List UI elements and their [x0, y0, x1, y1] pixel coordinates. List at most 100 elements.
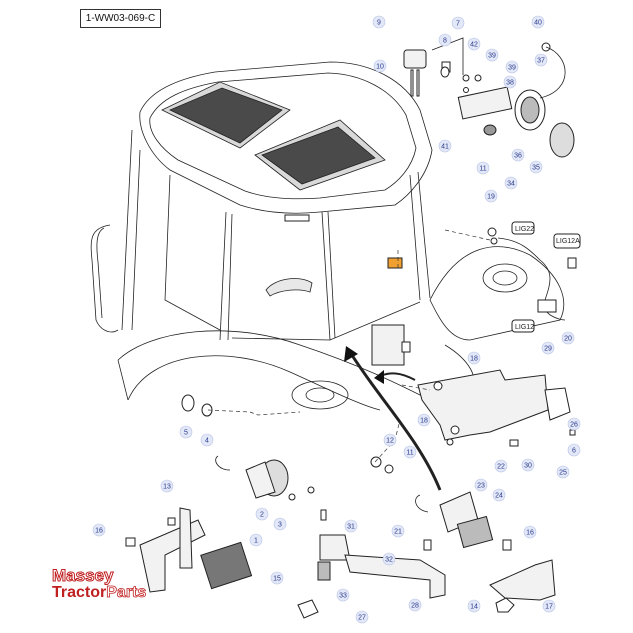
callout-41: 41 — [438, 139, 452, 153]
callout-14: 14 — [467, 599, 481, 613]
callout-18: 18 — [417, 413, 431, 427]
svg-text:29: 29 — [544, 346, 552, 353]
diagram-reference-text: 1-WW03-069-C — [85, 13, 156, 24]
callout-11: 11 — [403, 445, 417, 459]
callout-10: 10 — [373, 59, 387, 73]
callout-3: 3 — [273, 517, 287, 531]
callout-22: 22 — [494, 459, 508, 473]
callout-33: 33 — [336, 588, 350, 602]
callout-39: 39 — [485, 48, 499, 62]
logo-word-parts: Parts — [106, 584, 147, 601]
callout-30: 30 — [521, 458, 535, 472]
svg-text:26: 26 — [570, 422, 578, 429]
connector-label-lig22: LIG22 — [515, 226, 534, 233]
callout-42: 42 — [467, 37, 481, 51]
upper-lamp-assembly — [403, 37, 575, 158]
callout-2: 2 — [255, 507, 269, 521]
diagram-reference-box: 1-WW03-069-C — [80, 9, 161, 28]
rear-lamp-bracket — [417, 369, 576, 447]
callout-28: 28 — [408, 598, 422, 612]
callout-numbers: 1 2 3 4 5 6 7 8 9 10 11 11 12 13 14 15 1… — [92, 15, 581, 624]
svg-text:41: 41 — [441, 144, 449, 151]
svg-text:42: 42 — [470, 42, 478, 49]
roof-hatch-left — [161, 81, 291, 149]
callout-23: 23 — [474, 478, 488, 492]
svg-text:32: 32 — [385, 557, 393, 564]
callout-19: 19 — [484, 189, 498, 203]
logo-word-tractor: Tractor — [52, 584, 107, 601]
callout-16: 16 — [523, 525, 537, 539]
lower-lamps — [181, 394, 494, 549]
svg-text:6: 6 — [572, 448, 576, 455]
svg-text:4: 4 — [205, 438, 209, 445]
svg-text:38: 38 — [506, 80, 514, 87]
svg-text:30: 30 — [524, 463, 532, 470]
callout-18: 18 — [467, 351, 481, 365]
callout-7: 7 — [451, 16, 465, 30]
svg-text:16: 16 — [526, 530, 534, 537]
callout-20: 20 — [561, 331, 575, 345]
callout-34: 34 — [504, 176, 518, 190]
svg-text:13: 13 — [163, 484, 171, 491]
callout-21: 21 — [391, 524, 405, 538]
callout-5: 5 — [179, 425, 193, 439]
callout-36: 36 — [511, 148, 525, 162]
callout-37: 37 — [534, 53, 548, 67]
svg-text:39: 39 — [488, 53, 496, 60]
callout-6: 6 — [567, 443, 581, 457]
svg-text:14: 14 — [470, 604, 478, 611]
svg-text:3: 3 — [278, 522, 282, 529]
leader-lines — [207, 229, 491, 491]
callout-13: 13 — [160, 479, 174, 493]
svg-text:7: 7 — [456, 21, 460, 28]
svg-text:18: 18 — [470, 356, 478, 363]
svg-text:19: 19 — [487, 194, 495, 201]
watermark-logo: Massey TractorParts — [51, 566, 147, 601]
roof-hatch-right — [254, 119, 386, 191]
svg-text:25: 25 — [559, 470, 567, 477]
callout-27: 27 — [355, 610, 369, 624]
callout-9: 9 — [372, 15, 386, 29]
callout-17: 17 — [542, 599, 556, 613]
svg-text:1: 1 — [254, 538, 258, 545]
svg-text:35: 35 — [532, 165, 540, 172]
svg-text:39: 39 — [508, 65, 516, 72]
connector-tags: LIG22 LIG12A LIG12 — [515, 226, 580, 331]
svg-text:8: 8 — [443, 38, 447, 45]
callout-26: 26 — [567, 417, 581, 431]
svg-text:11: 11 — [406, 450, 413, 457]
svg-text:12: 12 — [386, 438, 394, 445]
svg-text:16: 16 — [95, 528, 103, 535]
svg-text:31: 31 — [347, 524, 355, 531]
logo-line-2: TractorParts — [52, 584, 147, 601]
callout-16: 16 — [92, 523, 106, 537]
svg-text:21: 21 — [394, 529, 402, 536]
callout-40: 40 — [531, 15, 545, 29]
callout-38: 38 — [503, 75, 517, 89]
svg-text:37: 37 — [537, 58, 545, 65]
connector-label-lig12: LIG12 — [515, 324, 534, 331]
svg-text:24: 24 — [495, 493, 503, 500]
svg-text:22: 22 — [497, 464, 505, 471]
svg-text:15: 15 — [273, 576, 281, 583]
callout-31: 31 — [344, 519, 358, 533]
callout-8: 8 — [438, 33, 452, 47]
callout-29: 29 — [541, 341, 555, 355]
svg-text:36: 36 — [514, 153, 522, 160]
svg-text:34: 34 — [507, 181, 515, 188]
callout-32: 32 — [382, 552, 396, 566]
svg-text:27: 27 — [358, 615, 366, 622]
svg-text:40: 40 — [534, 20, 542, 27]
callout-11: 11 — [476, 161, 490, 175]
logo-line-1: Massey — [51, 566, 114, 585]
svg-text:9: 9 — [377, 20, 381, 27]
svg-text:20: 20 — [564, 336, 572, 343]
callout-12: 12 — [383, 433, 397, 447]
callout-15: 15 — [270, 571, 284, 585]
svg-text:10: 10 — [376, 64, 384, 71]
svg-text:28: 28 — [411, 603, 419, 610]
svg-text:17: 17 — [545, 604, 553, 611]
connector-label-lig12a: LIG12A — [556, 238, 580, 245]
callout-1: 1 — [249, 533, 263, 547]
